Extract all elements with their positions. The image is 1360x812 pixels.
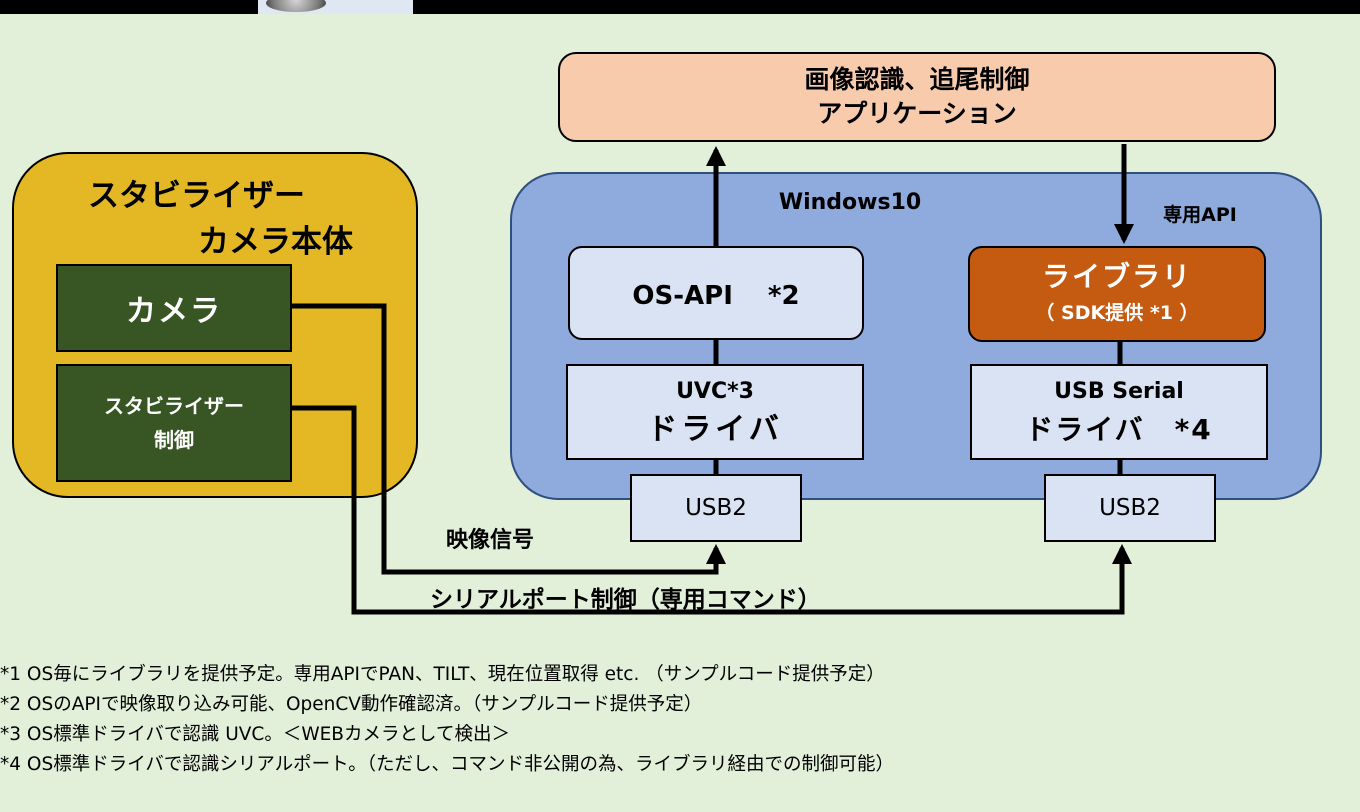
stabilizer-control-line2: 制御 — [154, 428, 194, 452]
stabilizer-title-line2: カメラ本体 — [198, 224, 353, 260]
usb-serial-line1: USB Serial — [1054, 379, 1184, 404]
library-box: ライブラリ （ SDK提供 *1 ） — [968, 246, 1266, 342]
os-api-box: OS-API *2 — [568, 246, 864, 340]
stabilizer-control-box: スタビライザー 制御 — [56, 364, 292, 482]
application-box: 画像認識、追尾制御 アプリケーション — [558, 52, 1276, 142]
footnote-3: *3 OS標準ドライバで認識 UVC。＜WEBカメラとして検出＞ — [0, 724, 510, 745]
application-line1: 画像認識、追尾制御 — [804, 65, 1030, 94]
serial-control-path — [292, 405, 1132, 615]
video-signal-label: 映像信号 — [446, 528, 535, 553]
usb-serial-driver-box: USB Serial ドライバ *4 — [970, 364, 1268, 460]
serial-control-label: シリアルポート制御（専用コマンド） — [430, 587, 821, 613]
usb-serial-line2: ドライバ *4 — [1025, 413, 1213, 446]
application-line2: アプリケーション — [817, 99, 1017, 128]
footnote-1: *1 OS毎にライブラリを提供予定。専用APIでPAN、TILT、現在位置取得 … — [0, 664, 885, 685]
usb2-port-video: USB2 — [630, 474, 802, 542]
footnote-4: *4 OS標準ドライバで認識シリアルポート。（ただし、コマンド非公開の為、ライブ… — [0, 754, 895, 775]
video-signal-path — [292, 303, 726, 575]
dedicated-api-label: 専用API — [1163, 204, 1237, 226]
camera-knob-icon — [266, 0, 326, 12]
camera-box: カメラ — [56, 264, 292, 352]
uvc-driver-line2: ドライバ — [647, 412, 783, 447]
product-image-fragment — [258, 0, 413, 14]
stabilizer-control-line1: スタビライザー — [104, 394, 244, 418]
uvc-driver-line1: UVC*3 — [676, 379, 754, 404]
stabilizer-title-line1: スタビライザー — [88, 178, 305, 214]
library-line1: ライブラリ — [1041, 260, 1192, 293]
footnote-2: *2 OSのAPIで映像取り込み可能、OpenCV動作確認済。（サンプルコード提… — [0, 694, 703, 715]
footnotes: *1 OS毎にライブラリを提供予定。専用APIでPAN、TILT、現在位置取得 … — [0, 660, 1360, 780]
usb2-port-serial: USB2 — [1044, 474, 1216, 542]
uvc-driver-box: UVC*3 ドライバ — [566, 364, 864, 460]
windows10-label: Windows10 — [778, 190, 922, 215]
library-line2: （ SDK提供 *1 ） — [1035, 302, 1199, 324]
